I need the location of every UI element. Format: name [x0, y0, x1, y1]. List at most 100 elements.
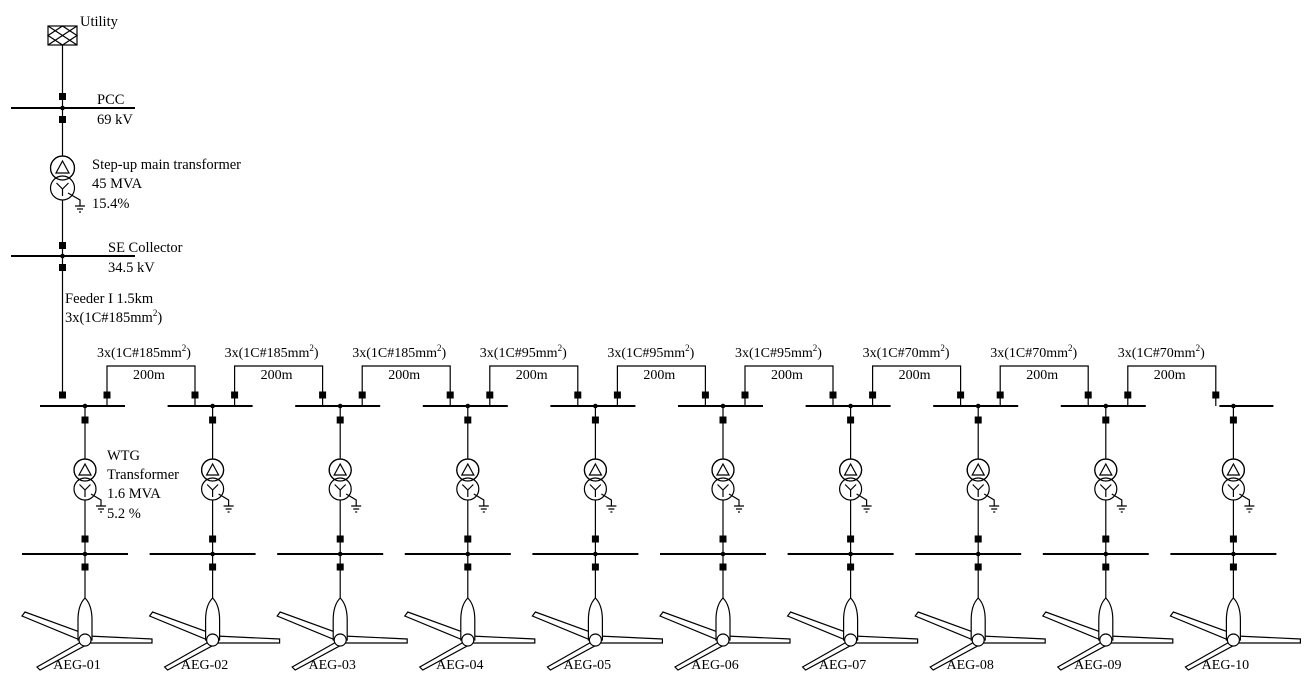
breaker-icon	[829, 391, 837, 399]
bus-node	[60, 253, 65, 259]
breaker-icon	[358, 391, 366, 399]
breaker-icon	[464, 563, 472, 571]
turbine-label: AEG-03	[308, 658, 355, 673]
bus-node	[82, 551, 88, 557]
breaker-icon	[59, 116, 66, 123]
cable-line	[744, 365, 834, 406]
turbine-label: AEG-02	[181, 658, 228, 673]
wtg-unit: AEG-02	[148, 403, 281, 673]
main-transformer-icon	[49, 155, 85, 213]
cable-spec: 3x(1C#185mm2)	[352, 343, 446, 361]
bus-node	[465, 551, 471, 557]
breaker-icon	[209, 535, 217, 543]
wtg-transformer-rating: 1.6 MVA	[107, 486, 161, 502]
cable-length: 200m	[1026, 368, 1058, 383]
turbine-label: AEG-06	[691, 658, 738, 673]
main-transformer-rating: 45 MVA	[92, 176, 143, 192]
cable-spec: 3x(1C#185mm2)	[97, 343, 191, 361]
turbine-label: AEG-05	[564, 658, 611, 673]
wtg-unit: AEG-04	[403, 403, 536, 673]
wind-turbine-icon	[531, 597, 663, 671]
wtg-transformer-icon	[838, 458, 872, 513]
breaker-icon	[974, 563, 982, 571]
breaker-icon	[336, 416, 344, 424]
wtg-transformer-icon	[1221, 458, 1255, 513]
main-transformer-name: Step-up main transformer	[92, 157, 241, 173]
breaker-icon	[719, 535, 727, 543]
cable-link: 3x(1C#185mm2)200m	[352, 343, 454, 406]
breaker-icon	[847, 563, 855, 571]
breaker-icon	[59, 242, 66, 249]
breaker-icon	[974, 535, 982, 543]
utility-source-icon	[46, 25, 79, 46]
breaker-icon	[486, 391, 494, 399]
breaker-icon	[446, 391, 454, 399]
cable-spec: 3x(1C#70mm2)	[1118, 343, 1205, 361]
wtg-transformer-icon	[1094, 458, 1127, 513]
cable-line	[616, 365, 706, 406]
breaker-icon	[1229, 563, 1237, 571]
bus-node	[337, 551, 343, 557]
bus-node	[848, 551, 853, 557]
feeder-cable-prefix: 3x(1C#185mm	[65, 310, 154, 326]
cable-link: 3x(1C#95mm2)200m	[607, 343, 709, 406]
cable-link: 3x(1C#185mm2) 200m	[97, 343, 199, 406]
cable-line	[999, 365, 1089, 406]
cable-line	[872, 365, 962, 406]
breaker-icon	[613, 391, 621, 399]
cable-length: 200m	[133, 368, 165, 383]
breaker-icon	[209, 563, 217, 571]
breaker-icon	[464, 416, 472, 424]
wtg-unit: AEG-07	[786, 403, 919, 673]
breaker-icon	[336, 563, 344, 571]
cable-length: 200m	[643, 368, 675, 383]
wtg-transformer-icon	[328, 458, 362, 513]
cable-length: 200m	[771, 368, 803, 383]
ground-icon	[601, 493, 617, 513]
wtg-unit: AEG-09	[1041, 403, 1174, 673]
wtg-transformer-icon	[583, 458, 617, 513]
ground-icon	[856, 493, 872, 513]
bus-node	[593, 551, 598, 557]
pcc-voltage: 69 kV	[97, 112, 133, 128]
cable-link: 3x(1C#70mm2) 200m	[990, 343, 1092, 406]
feeder-cable-sup: 2	[153, 308, 158, 318]
breaker-icon	[1229, 535, 1237, 543]
wtg-unit: AEG-05	[531, 403, 663, 673]
bus-node	[1103, 551, 1109, 557]
bus-node	[210, 551, 215, 557]
wtg-transformer-icon	[966, 458, 1000, 513]
wind-turbine-icon	[21, 597, 153, 671]
wtg-transformer-impedance: 5.2 %	[107, 506, 141, 522]
breaker-icon	[1212, 391, 1220, 399]
ground-icon	[90, 493, 106, 513]
wtg-unit: AEG-03	[276, 403, 408, 673]
wind-turbine-icon	[1169, 597, 1301, 671]
breaker-icon	[191, 391, 199, 399]
cable-line	[1127, 365, 1217, 406]
wtg-transformer-icon	[73, 458, 106, 513]
cable-line	[106, 365, 196, 406]
breaker-icon	[719, 416, 727, 424]
cable-line	[234, 365, 324, 406]
breaker-icon	[591, 416, 599, 424]
ground-icon	[728, 493, 744, 513]
wtg-transformer-icon	[201, 458, 234, 513]
breaker-icon	[1102, 416, 1110, 424]
cable-link: 3x(1C#185mm2)200m	[225, 343, 327, 406]
turbine-label: AEG-07	[819, 658, 866, 673]
wtg-transformer-name2: Transformer	[107, 467, 179, 483]
feeder-cable-suffix: )	[157, 310, 162, 326]
breaker-icon	[719, 563, 727, 571]
wind-turbine-icon	[148, 597, 281, 671]
wtg-unit: AEG-10	[1169, 403, 1301, 673]
breaker-icon	[1084, 391, 1092, 399]
cable-link: 3x(1C#70mm2)200m	[863, 343, 965, 406]
breaker-icon	[1102, 535, 1110, 543]
ground-icon	[983, 493, 1000, 513]
cable-spec: 3x(1C#70mm2)	[990, 343, 1077, 361]
ground-icon	[218, 493, 234, 513]
breaker-icon	[81, 416, 89, 424]
cable-link: 3x(1C#95mm2)200m	[735, 343, 837, 406]
